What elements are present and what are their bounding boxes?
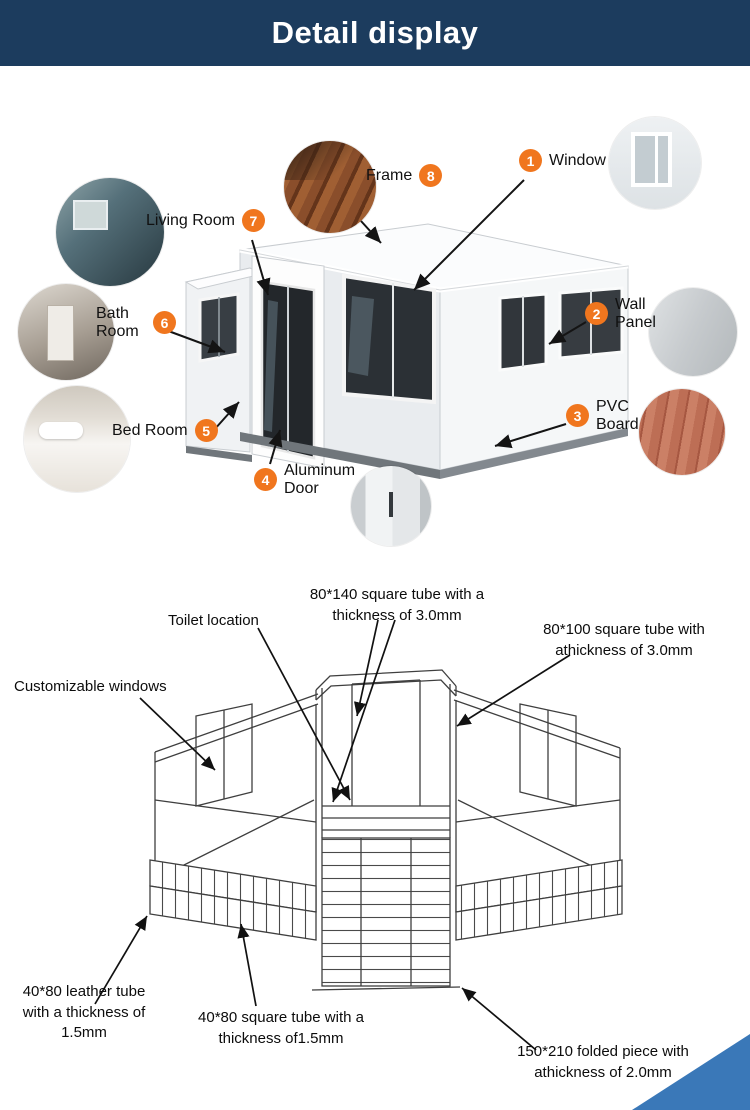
arrow-tube-80-100 — [456, 654, 571, 727]
callout-badge: 2 — [585, 302, 608, 326]
callout-label: Bath Room — [96, 305, 139, 340]
wall-panel-photo — [649, 288, 737, 376]
arrow-tube-80-140-a — [353, 619, 379, 717]
callout-bed-room: Bed Room 5 — [112, 419, 218, 442]
annotation-toilet-location: Toilet location — [168, 612, 259, 629]
right-roof-beam — [453, 689, 621, 749]
center-roof-truss — [315, 669, 457, 691]
window-frame-shape — [631, 131, 672, 187]
house-base-right — [440, 428, 628, 479]
callout-label: Frame — [366, 166, 413, 184]
house-body — [184, 223, 629, 479]
bed-room-photo — [24, 386, 130, 492]
annotation-customizable-windows: Customizable windows — [14, 678, 167, 695]
callout-frame: Frame 8 — [366, 164, 443, 187]
bed-pillow-shape — [38, 422, 84, 439]
callout-badge: 6 — [153, 311, 176, 335]
callout-wall-panel: 2 Wall Panel — [585, 296, 667, 332]
callout-label: Living Room — [146, 211, 235, 229]
arrow-customizable-windows — [139, 697, 216, 771]
callout-label: PVC Board — [596, 398, 639, 433]
callout-badge: 8 — [419, 164, 443, 187]
callout-bath-room: Bath Room 6 — [96, 305, 176, 341]
aluminum-door-photo — [351, 466, 431, 546]
window-mullion-shape — [655, 131, 658, 187]
center-folded-floor — [321, 837, 451, 987]
window-photo — [609, 117, 701, 209]
callout-aluminum-door: 4 Aluminum Door — [254, 462, 376, 498]
callout-pvc-board: 3 PVC Board — [566, 398, 652, 434]
bath-room-door-shape — [46, 305, 74, 361]
annotation-tube-80-100: 80*100 square tube with athickness of 3.… — [543, 621, 705, 659]
annotation-folded-piece: 150*210 folded piece with athickness of … — [517, 1043, 689, 1081]
page-title: Detail display — [271, 15, 479, 50]
arrow-square-tube — [237, 923, 257, 1007]
callout-badge: 3 — [566, 404, 589, 428]
arrow-toilet-location — [257, 627, 351, 801]
corner-decoration-triangle — [632, 1034, 750, 1110]
arrow-leather-tube — [94, 915, 148, 1005]
pvc-board-photo — [639, 389, 725, 475]
bath-room-photo — [18, 284, 114, 380]
annotation-tube-80-140: 80*140 square tube with a thickness of 3… — [309, 586, 485, 624]
left-window-opening — [195, 703, 253, 807]
callout-badge: 5 — [194, 419, 218, 442]
annotation-square-tube: 40*80 square tube with a thickness of1.5… — [198, 1009, 364, 1047]
frame-structure-diagram — [94, 619, 623, 1051]
door-handle-shape — [388, 491, 393, 518]
frame-shadow-shape — [284, 141, 376, 180]
callout-living-room: Living Room 7 — [146, 209, 265, 232]
callout-badge: 4 — [254, 468, 277, 492]
callout-label: Aluminum Door — [284, 462, 356, 497]
callout-badge: 1 — [519, 149, 542, 172]
arrow-tube-80-140-b — [331, 619, 396, 803]
living-room-photo — [56, 178, 164, 286]
annotation-arrows — [94, 619, 571, 1051]
left-roof-beam — [154, 693, 319, 753]
arrow-folded-piece — [461, 987, 537, 1051]
callout-window: 1 Window — [519, 149, 606, 172]
callout-label: Wall Panel — [615, 296, 656, 331]
annotation-leather-tube: 40*80 leather tube with a thickness of 1… — [22, 983, 146, 1042]
living-room-window-shape — [73, 199, 108, 230]
frame-photo — [284, 141, 376, 233]
callout-badge: 7 — [241, 209, 265, 232]
callout-label: Window — [549, 151, 606, 169]
callout-label: Bed Room — [112, 421, 188, 439]
header-banner: Detail display — [0, 0, 750, 66]
steel-frame-lines — [149, 669, 623, 991]
